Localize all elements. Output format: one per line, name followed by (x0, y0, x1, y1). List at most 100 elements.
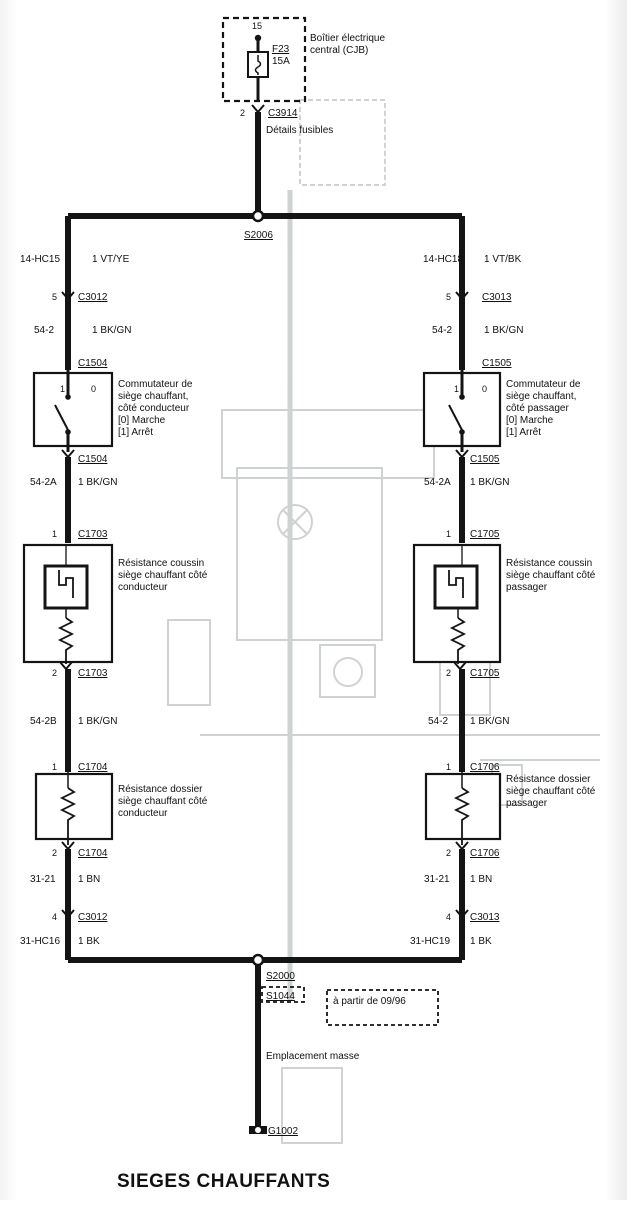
left-backrest-resistance (34, 772, 114, 845)
left-connector-c1704-top: C1704 (78, 762, 108, 773)
right-pin-c1705-top: 1 (446, 529, 451, 539)
ground-location: Emplacement masse (266, 1051, 360, 1062)
right-wire-4: 1 BK/GN (470, 716, 509, 727)
right-switch-pos-0: 0 (482, 384, 487, 394)
fuse-box-label-2: central (CJB) (310, 45, 368, 56)
right-connector-c1706-bot: C1706 (470, 848, 500, 859)
fuse-box-pin-bottom: 2 (240, 108, 245, 118)
left-connector-c3012-b: C3012 (78, 912, 108, 923)
right-circuit-1: 14-HC18 (423, 254, 463, 265)
left-cushion-label-1: Résistance coussin (118, 558, 204, 569)
right-back-label-2: siège chauffant côté (506, 786, 596, 797)
left-circuit-1: 14-HC15 (20, 254, 60, 265)
bleed-through-background (167, 99, 600, 1144)
left-connector-c3012: C3012 (78, 292, 108, 303)
left-circuit-3: 54-2A (30, 477, 57, 488)
right-wire-1: 1 VT/BK (484, 254, 522, 265)
left-circuit-4: 54-2B (30, 716, 57, 727)
left-switch-pos-1: 1 (60, 384, 65, 394)
right-switch-pos-1: 1 (454, 384, 459, 394)
left-connector-c1703-top: C1703 (78, 529, 108, 540)
left-pin-c1704-top: 1 (52, 762, 57, 772)
right-back-label-3: passager (506, 798, 548, 809)
left-cushion-resistance (22, 543, 114, 664)
left-connector-c3012-b-mark (61, 909, 75, 919)
connector-c3914-mark (251, 104, 265, 114)
right-circuit-6: 31-HC19 (410, 936, 450, 947)
fuse-details-note: Détails fusibles (266, 125, 333, 136)
left-cushion-label-2: siège chauffant côté (118, 570, 208, 581)
page-title: SIEGES CHAUFFANTS (117, 1171, 330, 1192)
date-note: à partir de 09/96 (333, 996, 406, 1007)
right-connector-c3013-mark (455, 291, 469, 301)
right-connector-c1706-top: C1706 (470, 762, 500, 773)
right-backrest-resistance (424, 772, 502, 845)
right-connector-c3013-b: C3013 (470, 912, 500, 923)
right-circuit-2: 54-2 (432, 325, 452, 336)
fuse-box-cjb (221, 16, 307, 103)
right-connector-c1705-top: C1705 (470, 529, 500, 540)
left-seat-heater-switch (32, 370, 114, 452)
right-cushion-label-2: siège chauffant côté (506, 570, 596, 581)
left-pin-c1703-top: 1 (52, 529, 57, 539)
right-switch-label-3: côté passager (506, 403, 569, 414)
ground-symbol (249, 1126, 267, 1134)
splice-s2006: S2006 (244, 230, 273, 241)
left-connector-c1504-bot: C1504 (78, 454, 108, 465)
right-switch-label-5: [1] Arrêt (506, 427, 541, 438)
right-circuit-5: 31-21 (424, 874, 450, 885)
right-wire-5: 1 BN (470, 874, 492, 885)
fuse-box-label-1: Boîtier électrique (310, 33, 385, 44)
left-back-label-3: conducteur (118, 808, 168, 819)
left-pin-c1703-bot: 2 (52, 668, 57, 678)
splice-s2000-dot (251, 953, 265, 967)
right-cushion-label-1: Résistance coussin (506, 558, 592, 569)
left-wire-1: 1 VT/YE (92, 254, 130, 265)
right-switch-label-2: siège chauffant, (506, 391, 576, 402)
left-connector-c1704-bot: C1704 (78, 848, 108, 859)
right-connector-c3013-b-mark (455, 909, 469, 919)
right-connector-c3013: C3013 (482, 292, 512, 303)
left-pin-c1704-bot: 2 (52, 848, 57, 858)
right-pin-c1706-bot: 2 (446, 848, 451, 858)
splice-s2000: S2000 (266, 971, 295, 982)
right-pin-c3013: 5 (446, 292, 451, 302)
left-circuit-5: 31-21 (30, 874, 56, 885)
left-wire-3: 1 BK/GN (78, 477, 117, 488)
right-wire-6: 1 BK (470, 936, 492, 947)
left-back-label-2: siège chauffant côté (118, 796, 208, 807)
ground-point-g1002: G1002 (268, 1126, 298, 1137)
left-pin-c3012: 5 (52, 292, 57, 302)
right-seat-heater-switch (422, 370, 502, 452)
right-pin-c3013-b: 4 (446, 912, 451, 922)
right-wire-3: 1 BK/GN (470, 477, 509, 488)
left-connector-c3012-mark (61, 291, 75, 301)
right-connector-c1505-top: C1505 (482, 358, 512, 369)
top-bus-wires (65, 112, 465, 370)
fuse-rating: 15A (272, 56, 290, 67)
left-wire-2: 1 BK/GN (92, 325, 131, 336)
right-back-label-1: Résistance dossier (506, 774, 591, 785)
right-cushion-label-3: passager (506, 582, 548, 593)
left-circuit-2: 54-2 (34, 325, 54, 336)
left-pin-c3012-b: 4 (52, 912, 57, 922)
right-connector-c1705-bot: C1705 (470, 668, 500, 679)
right-circuit-3: 54-2A (424, 477, 451, 488)
left-switch-label-5: [1] Arrêt (118, 427, 153, 438)
left-wire-5: 1 BN (78, 874, 100, 885)
left-switch-label-2: siège chauffant, (118, 391, 188, 402)
right-connector-c1505-bot: C1505 (470, 454, 500, 465)
left-cushion-label-3: conducteur (118, 582, 168, 593)
fuse-id: F23 (272, 44, 290, 55)
left-circuit-6: 31-HC16 (20, 936, 60, 947)
ground-bus-wires (68, 957, 462, 1130)
splice-s1044-box (261, 986, 305, 1003)
right-circuit-4: 54-2 (428, 716, 448, 727)
connector-c3914: C3914 (268, 108, 298, 119)
left-switch-pos-0: 0 (91, 384, 96, 394)
left-back-label-1: Résistance dossier (118, 784, 203, 795)
right-cushion-resistance (412, 543, 502, 664)
right-switch-label-4: [0] Marche (506, 415, 554, 426)
